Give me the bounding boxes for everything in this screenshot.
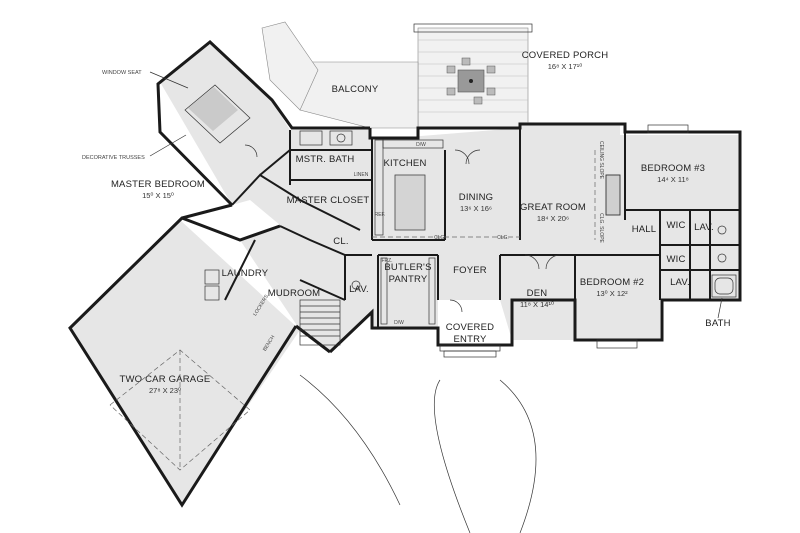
master-bedroom-label: MASTER BEDROOM xyxy=(111,179,205,190)
balcony-deck xyxy=(261,21,419,129)
room-labels: COVERED PORCH 16⁸ X 17¹⁰ BALCONY MASTER … xyxy=(111,50,731,395)
den-label: DEN xyxy=(527,288,548,299)
clg-left-note: CLG. xyxy=(434,235,446,241)
bath-label: BATH xyxy=(705,318,730,329)
exterior-walls xyxy=(68,40,742,508)
clg-slope-note: CLG. SLOPE xyxy=(598,213,604,243)
garage-label: TWO CAR GARAGE xyxy=(120,374,211,385)
window-seat-note: WINDOW SEAT xyxy=(102,70,142,76)
foyer-label: FOYER xyxy=(453,265,487,276)
covered-porch-label: COVERED PORCH xyxy=(522,50,609,61)
ceiling-slope-note: CEILING SLOPE xyxy=(598,141,604,180)
wic-1-label: WIC xyxy=(666,220,685,231)
great-room-label: GREAT ROOM xyxy=(520,202,586,213)
kitchen-label: KITCHEN xyxy=(383,158,426,169)
laundry-label: LAUNDRY xyxy=(222,268,269,279)
patio-table-icon xyxy=(446,57,496,105)
bedroom-3-label: BEDROOM #3 xyxy=(641,163,705,174)
den-dims: 11⁸ X 14¹⁰ xyxy=(520,300,554,309)
garage-dims: 27⁸ X 23⁰ xyxy=(149,386,181,395)
clg-right-note: CLG. xyxy=(497,235,509,241)
closet-label: CL. xyxy=(333,236,348,247)
covered-entry-label-2: ENTRY xyxy=(453,334,486,345)
dining-dims: 13⁶ X 16⁶ xyxy=(460,204,492,213)
butlers-pantry-label-2: PANTRY xyxy=(389,274,428,285)
fixtures xyxy=(109,71,737,533)
bedroom-2-dims: 13⁰ X 12² xyxy=(596,289,628,298)
master-bedroom-dims: 15⁰ X 15⁰ xyxy=(142,191,174,200)
covered-porch-deck xyxy=(413,23,533,129)
covered-porch-dims: 16⁸ X 17¹⁰ xyxy=(548,62,583,71)
hall-label: HALL xyxy=(632,224,657,235)
stairs xyxy=(299,299,341,346)
mudroom-label: MUDROOM xyxy=(268,288,321,299)
bedroom-3-dims: 14⁴ X 11⁸ xyxy=(657,175,689,184)
lav-2-label: LAV. xyxy=(670,277,690,288)
linen-note: LINEN xyxy=(354,172,369,178)
frz-note: FRZ. xyxy=(381,258,392,264)
butlers-pantry-label-1: BUTLER'S xyxy=(384,262,431,273)
covered-entry-label-1: COVERED xyxy=(446,322,494,333)
dining-label: DINING xyxy=(459,192,493,203)
balcony-label: BALCONY xyxy=(332,84,379,95)
interior-walls xyxy=(224,128,740,340)
floor-fills xyxy=(70,40,740,505)
decorative-trusses-note: DECORATIVE TRUSSES xyxy=(82,155,145,161)
lav-3-label: LAV. xyxy=(349,284,369,295)
bedroom-2-label: BEDROOM #2 xyxy=(580,277,644,288)
mstr-bath-label: MSTR. BATH xyxy=(296,154,355,165)
lav-1-label: LAV. xyxy=(694,222,714,233)
dw-bottom-note: D/W xyxy=(394,320,404,326)
master-closet-label: MASTER CLOSET xyxy=(287,195,370,206)
dw-top-note: D/W xyxy=(416,142,426,148)
great-room-dims: 18⁴ X 20⁶ xyxy=(537,214,569,223)
wic-2-label: WIC xyxy=(666,254,685,265)
ref-note: REF. xyxy=(375,212,386,218)
